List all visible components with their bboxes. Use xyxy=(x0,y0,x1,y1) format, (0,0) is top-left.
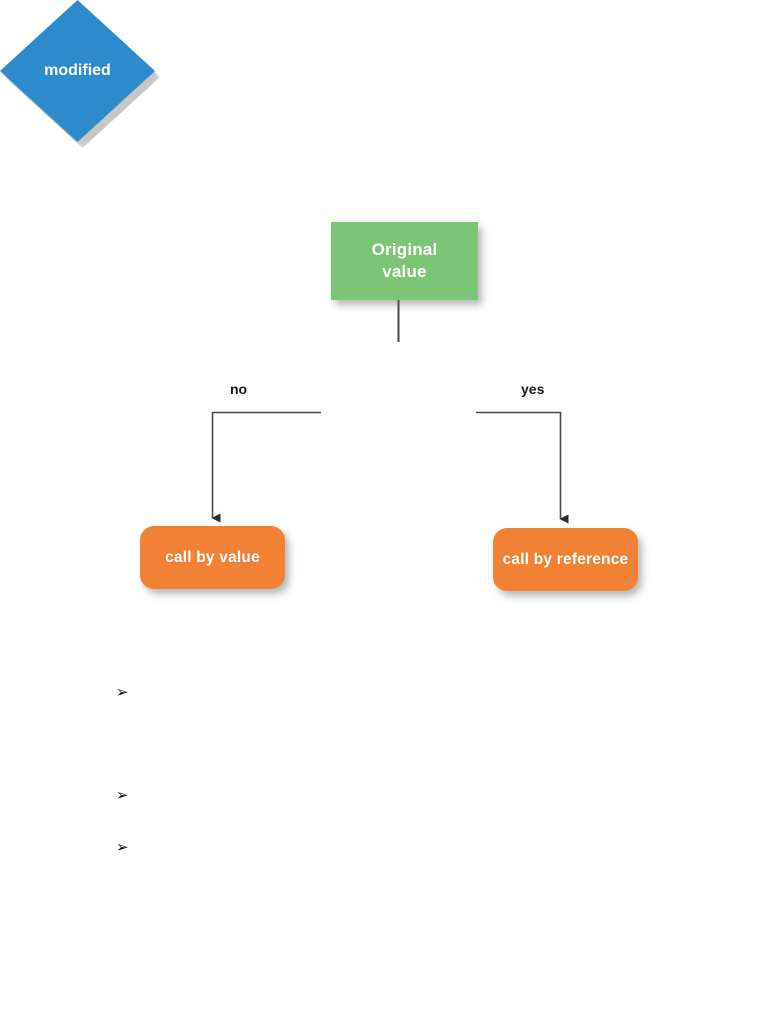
flow-node-original-value-label: Original value xyxy=(371,240,438,281)
arrow-bullet-icon: ➢ xyxy=(116,683,129,701)
arrow-bullet-icon: ➢ xyxy=(116,838,129,856)
flow-node-original-value[interactable]: Original value xyxy=(331,222,478,300)
flow-node-call-by-value[interactable]: call by value xyxy=(140,526,285,589)
branch-label-yes: yes xyxy=(521,381,545,397)
list-item: ➢ xyxy=(116,840,736,858)
flow-node-call-by-value-label: call by value xyxy=(165,548,260,566)
flow-node-call-by-reference-label: call by reference xyxy=(502,550,629,568)
arrow-bullet-icon: ➢ xyxy=(116,786,129,804)
flow-node-modified[interactable]: modified xyxy=(0,0,160,148)
list-item: ➢ xyxy=(116,788,736,806)
flow-node-call-by-reference[interactable]: call by reference xyxy=(493,528,638,591)
list-item: ➢ xyxy=(116,685,736,703)
branch-label-no: no xyxy=(230,381,248,397)
flowchart-diagram: Original value modified no yes call by v… xyxy=(0,0,638,591)
flow-node-modified-label: modified xyxy=(44,62,111,79)
